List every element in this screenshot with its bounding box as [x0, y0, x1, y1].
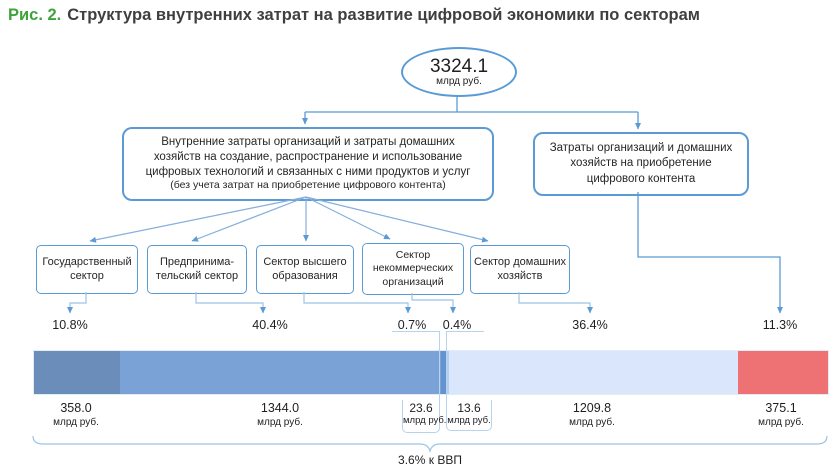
- sector-fan: [89, 196, 489, 243]
- sector-box-higher-education: Сектор высшего образования: [256, 245, 354, 294]
- value-unit: млрд руб.: [53, 416, 99, 428]
- internal-costs-node: Внутренние затраты организаций и затраты…: [122, 127, 494, 201]
- elbow-nonprofit: [411, 293, 456, 314]
- total-node: 3324.1 млрд руб.: [401, 47, 517, 97]
- internal-costs-text: Внутренние затраты организаций и затраты…: [145, 136, 471, 178]
- sector-label: Сектор высшего образования: [263, 255, 347, 282]
- bar-segment-government: [34, 351, 120, 394]
- percent-households: 36.4%: [572, 318, 608, 332]
- digital-content-node: Затраты организаций и домашних хозяйств …: [533, 132, 749, 196]
- figure-number: Рис. 2.: [8, 6, 62, 24]
- value-number: 1209.8: [572, 401, 612, 415]
- percent-higher-education: 0.7%: [397, 318, 427, 332]
- internal-costs-note: (без учета затрат на приобретение цифров…: [170, 179, 446, 192]
- sector-label: Сектор некоммерческих организаций: [372, 249, 454, 288]
- sector-label: Государственный сектор: [42, 255, 132, 282]
- value-number: 1344.0: [260, 401, 300, 415]
- gdp-brace: [32, 435, 828, 454]
- total-unit: млрд руб.: [436, 75, 482, 87]
- total-value: 3324.1: [429, 55, 489, 77]
- gdp-share-note: 3.6% к ВВП: [398, 453, 462, 467]
- sector-label: Предпринима- тельский сектор: [155, 255, 239, 282]
- callout-underline-higher-education: [392, 331, 440, 332]
- figure-title-text: Структура внутренних затрат на развитие …: [67, 6, 700, 24]
- percent-nonprofit: 0.4%: [442, 318, 472, 332]
- value-number: 13.6: [457, 401, 481, 415]
- elbow-higher-education: [303, 292, 411, 314]
- bar-segment-business: [119, 351, 441, 394]
- sector-box-business: Предпринима- тельский сектор: [147, 245, 247, 294]
- percent-elbows: [67, 292, 593, 314]
- value-unit: млрд руб.: [403, 415, 447, 427]
- value-digital-content: 375.1 млрд руб.: [736, 401, 826, 429]
- fan-arrow-business: [191, 196, 307, 242]
- elbow-government: [67, 292, 87, 314]
- content-elbow-arrow: [637, 192, 783, 314]
- bar-segment-households: [449, 351, 739, 394]
- bar-segment-digital-content: [738, 351, 828, 394]
- value-number: 358.0: [60, 401, 92, 415]
- value-number: 375.1: [765, 401, 797, 415]
- figure-title: Рис. 2. Структура внутренних затрат на ра…: [8, 6, 832, 25]
- value-unit: млрд руб.: [257, 416, 303, 428]
- value-nonprofit: 13.6 млрд руб.: [446, 400, 492, 431]
- elbow-business: [195, 292, 266, 314]
- fan-arrow-nonprofit: [305, 196, 391, 240]
- value-government: 358.0 млрд руб.: [31, 401, 121, 429]
- callout-underline-nonprofit: [446, 331, 484, 332]
- fan-arrow-government: [89, 196, 307, 243]
- stacked-bar: [33, 350, 829, 395]
- value-higher-education: 23.6 млрд руб.: [402, 400, 447, 433]
- value-unit: млрд руб.: [447, 415, 491, 427]
- value-number: 23.6: [409, 401, 433, 415]
- value-households: 1209.8 млрд руб.: [547, 401, 637, 429]
- bar-segment-nonprofit: [446, 351, 450, 394]
- percent-digital-content: 11.3%: [762, 318, 798, 332]
- digital-content-text: Затраты организаций и домашних хозяйств …: [549, 141, 733, 185]
- bar-segment-higher-education: [440, 351, 447, 394]
- percent-business: 40.4%: [252, 318, 288, 332]
- callout-leader-higher-education: [439, 332, 440, 400]
- sector-box-households: Сектор домашних хозяйств: [470, 245, 570, 294]
- sector-box-government: Государственный сектор: [36, 245, 138, 294]
- fan-arrow-households: [305, 196, 489, 243]
- value-business: 1344.0 млрд руб.: [235, 401, 325, 429]
- value-unit: млрд руб.: [758, 416, 804, 428]
- sector-label: Сектор домашних хозяйств: [474, 255, 566, 282]
- sector-box-nonprofit: Сектор некоммерческих организаций: [362, 243, 464, 295]
- percent-government: 10.8%: [52, 318, 88, 332]
- elbow-households: [518, 292, 593, 314]
- callout-leader-nonprofit: [446, 332, 447, 400]
- value-unit: млрд руб.: [569, 416, 615, 428]
